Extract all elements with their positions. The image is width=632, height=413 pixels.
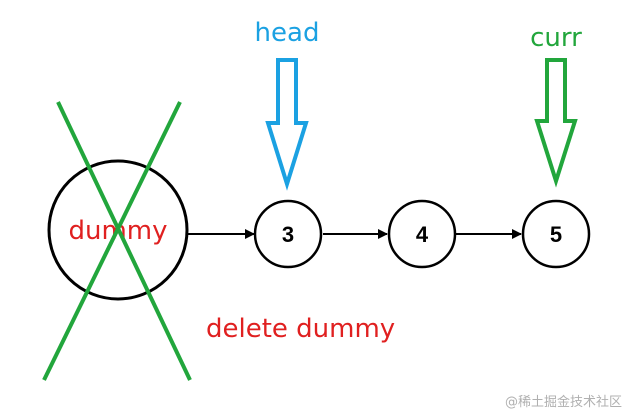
curr-pointer-down-arrow-icon (534, 58, 578, 188)
list-node: 3 (253, 199, 323, 269)
list-node-circle (521, 199, 591, 269)
head-label: head (255, 18, 320, 48)
node-value: 4 (416, 222, 429, 247)
curr-label: curr (530, 23, 582, 53)
node-value: 5 (550, 222, 562, 247)
dummy-node (47, 159, 189, 301)
list-node-circle (387, 199, 457, 269)
watermark-logo: @稀土掘金技术社区 (505, 394, 622, 410)
node-value: 3 (282, 222, 294, 247)
list-node: 4 (387, 199, 457, 269)
head-pointer-down-arrow-icon (265, 58, 309, 191)
delete-dummy-caption: delete dummy (206, 314, 395, 344)
list-node: 5 (521, 199, 591, 269)
list-node-circle (253, 199, 323, 269)
cross-out-icon (42, 101, 192, 381)
